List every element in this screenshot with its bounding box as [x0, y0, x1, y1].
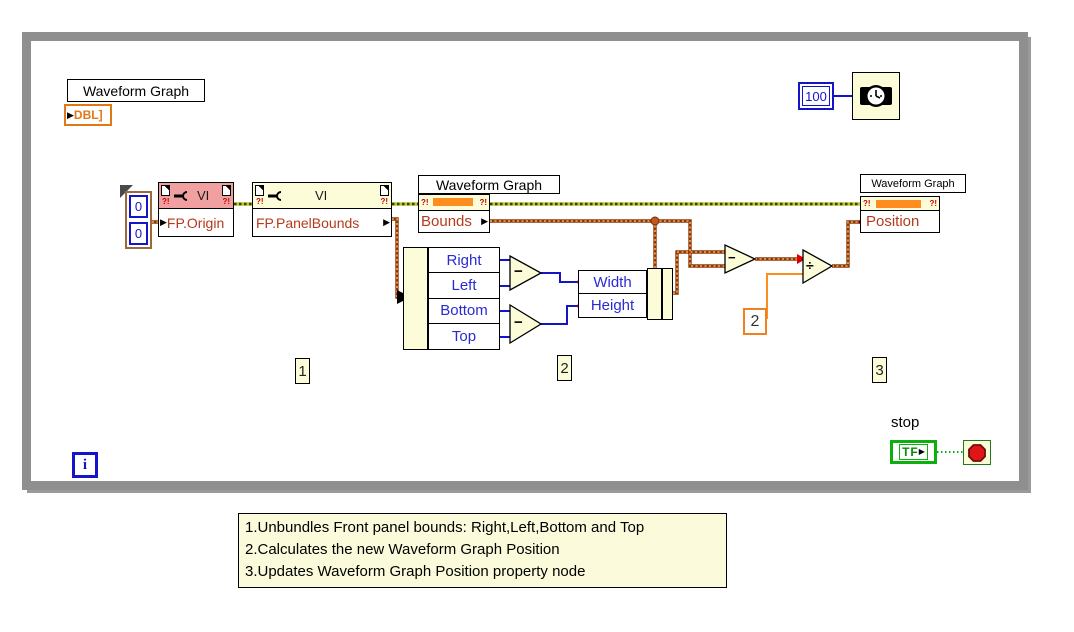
stop-boolean-terminal[interactable]: TF ▶ — [890, 440, 937, 464]
wait-ms-function[interactable] — [852, 72, 900, 120]
unbundle-node-body[interactable] — [403, 247, 428, 350]
divisor-constant[interactable]: 2 — [743, 308, 767, 335]
vi-class-label: VI — [315, 188, 328, 203]
property-output-arrow-icon: ▶ — [481, 215, 488, 226]
fp-panelbounds-property-node[interactable]: ?! VI ?! FP.PanelBounds ▶ — [252, 182, 392, 237]
iteration-terminal[interactable]: i — [72, 452, 98, 478]
comment-line-1: 1.Unbundles Front panel bounds: Right,Le… — [245, 519, 645, 536]
divide-glyph: ÷ — [806, 257, 814, 273]
boolean-output-arrow-icon: ▶ — [918, 447, 925, 456]
qmark-icon: ?! — [256, 197, 264, 206]
step-label-2[interactable]: 2 — [557, 355, 572, 381]
fp-origin-property-node[interactable]: ?! VI ?! ▶ FP.Origin — [158, 182, 234, 237]
bounds-property-node[interactable]: ?! ?! Bounds ▶ — [418, 194, 490, 233]
comment-line-3: 3.Updates Waveform Graph Position proper… — [245, 563, 586, 580]
control-ref-bar-icon — [433, 198, 473, 206]
unbundle-field-bottom[interactable]: Bottom — [429, 299, 499, 325]
waveform-graph-indicator-label[interactable]: Waveform Graph — [67, 79, 205, 102]
property-input-arrow-icon: ▶ — [160, 217, 167, 227]
qmark-icon: ?! — [421, 198, 429, 207]
fp-origin-property[interactable]: FP.Origin — [166, 214, 225, 231]
subtract3-glyph: − — [728, 250, 736, 265]
vi-class-label: VI — [197, 188, 210, 203]
fp-panelbounds-property[interactable]: FP.PanelBounds — [256, 214, 360, 231]
step-label-3[interactable]: 3 — [872, 357, 887, 383]
qmark-icon: ?! — [479, 198, 487, 207]
comment-line-2: 2.Calculates the new Waveform Graph Posi… — [245, 541, 560, 558]
subtract2-glyph: − — [514, 314, 523, 331]
unbundle-field-right[interactable]: Right — [429, 248, 499, 274]
cluster-value-0[interactable]: 0 — [129, 195, 148, 218]
qmark-icon: ?! — [863, 199, 871, 208]
dbl-type-text: DBL] — [73, 108, 103, 122]
subtract1-glyph: − — [514, 263, 523, 280]
wait-ms-constant[interactable]: 100 — [798, 82, 834, 110]
bundle-node-column2[interactable] — [662, 268, 673, 320]
qmark-icon: ?! — [162, 197, 170, 206]
waveform-graph-dbl-terminal[interactable]: ▶ DBL] — [64, 104, 112, 126]
bundle-field-width[interactable]: Width — [579, 271, 646, 294]
origin-cluster-constant[interactable]: 0 0 — [125, 191, 152, 249]
unbundle-field-left[interactable]: Left — [429, 273, 499, 299]
comment-box[interactable]: 1.Unbundles Front panel bounds: Right,Le… — [238, 513, 727, 588]
array-input-arrow-icon: ▶ — [67, 109, 74, 120]
unbundle-field-top[interactable]: Top — [451, 328, 477, 346]
page-icon — [161, 185, 170, 196]
page-icon — [380, 185, 389, 196]
loop-condition-terminal[interactable] — [963, 440, 991, 465]
wait-ms-value[interactable]: 100 — [802, 86, 830, 106]
bundle-node-column1[interactable] — [647, 268, 662, 320]
bounds-property[interactable]: Bounds — [421, 212, 472, 230]
wait-ms-clock-icon — [860, 85, 892, 107]
vi-class-key-icon — [268, 191, 282, 201]
bundle-field-height[interactable]: Height — [590, 297, 635, 314]
page-icon — [255, 185, 264, 196]
position-property-node[interactable]: ?! ?! Position — [860, 196, 940, 233]
stop-label[interactable]: stop — [891, 414, 920, 431]
unbundle-fields[interactable]: Right Left Bottom Top — [428, 247, 500, 350]
vi-class-key-icon — [174, 191, 188, 201]
qmark-icon: ?! — [222, 197, 230, 206]
qmark-icon: ?! — [929, 199, 937, 208]
qmark-icon: ?! — [380, 197, 388, 206]
tf-type-text: TF — [902, 445, 919, 459]
position-node-owner-label[interactable]: Waveform Graph — [860, 174, 966, 193]
step-label-1[interactable]: 1 — [295, 358, 310, 384]
control-ref-bar-icon — [876, 200, 921, 208]
page-icon — [222, 185, 231, 196]
bounds-node-owner-label[interactable]: Waveform Graph — [418, 175, 560, 194]
cluster-value-1[interactable]: 0 — [129, 222, 148, 245]
bundle-fields[interactable]: Width Height — [578, 270, 647, 318]
stop-sign-icon — [968, 443, 986, 462]
property-output-arrow-icon: ▶ — [383, 217, 390, 227]
while-loop-border[interactable] — [22, 32, 1028, 490]
position-property[interactable]: Position — [866, 212, 920, 230]
